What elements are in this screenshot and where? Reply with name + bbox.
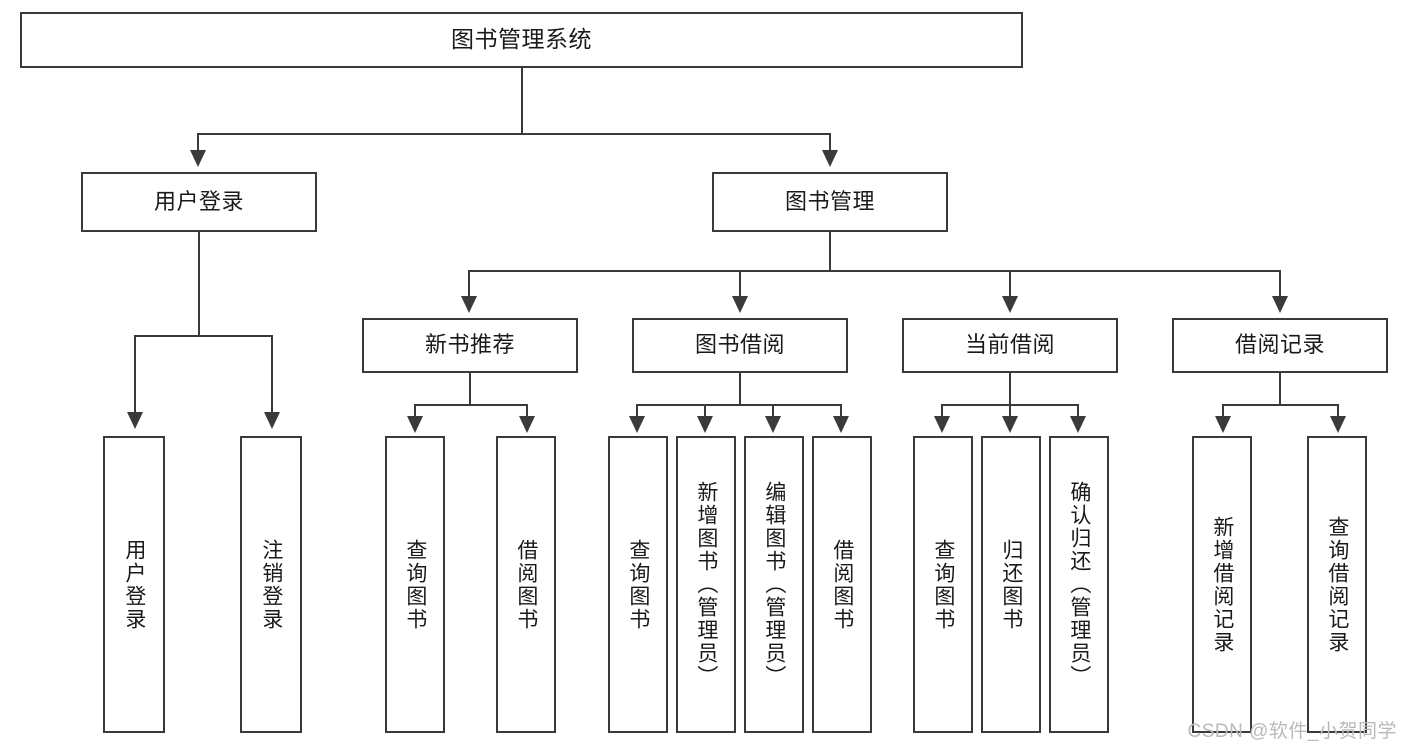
leaf-new-book-borrow-book[interactable]: 借阅图书 <box>496 436 556 733</box>
edge-current-borrow-stem <box>1009 373 1011 405</box>
arrowhead-root-to-user-login <box>190 150 206 167</box>
arrowhead-bb-to-leaf-1 <box>629 416 645 433</box>
arrowhead-cb-to-leaf-2 <box>1002 416 1018 433</box>
edge-user-login-bus <box>134 335 273 337</box>
leaf-new-book-query-book[interactable]: 查询图书 <box>385 436 445 733</box>
node-label: 图书管理系统 <box>451 26 592 53</box>
edge-cb-to-leaf-3 <box>1077 404 1079 418</box>
node-book-management[interactable]: 图书管理 <box>712 172 948 232</box>
node-label: 确认归还（管理员） <box>1067 481 1091 688</box>
node-label: 图书借阅 <box>694 332 785 358</box>
leaf-book-borrow-add-book-admin[interactable]: 新增图书（管理员） <box>676 436 736 733</box>
leaf-borrow-record-add-record[interactable]: 新增借阅记录 <box>1192 436 1252 733</box>
node-current-borrow[interactable]: 当前借阅 <box>902 318 1118 373</box>
node-label: 借阅记录 <box>1234 332 1325 358</box>
leaf-user-login-logout[interactable]: 注销登录 <box>240 436 302 733</box>
arrowhead-cb-to-leaf-1 <box>934 416 950 433</box>
node-label: 查询图书 <box>931 538 955 631</box>
node-label: 用户登录 <box>153 188 244 214</box>
edge-root-bus <box>197 133 831 135</box>
arrowhead-user-login-to-leaf-1 <box>127 412 143 429</box>
arrowhead-user-login-to-leaf-2 <box>264 412 280 429</box>
node-new-book-recommend[interactable]: 新书推荐 <box>362 318 578 373</box>
edge-cb-to-leaf-1 <box>941 404 943 418</box>
leaf-current-borrow-confirm-return-admin[interactable]: 确认归还（管理员） <box>1049 436 1109 733</box>
edge-book-management-bus <box>468 270 1281 272</box>
node-label: 借阅图书 <box>830 538 854 631</box>
node-label: 新增借阅记录 <box>1210 515 1234 654</box>
leaf-borrow-record-query-record[interactable]: 查询借阅记录 <box>1307 436 1367 733</box>
node-label: 编辑图书（管理员） <box>762 481 786 688</box>
edge-book-borrow-stem <box>739 373 741 405</box>
edge-bb-to-leaf-3 <box>772 404 774 418</box>
node-label: 当前借阅 <box>964 332 1055 358</box>
edge-new-book-bus <box>414 404 528 406</box>
arrowhead-br-to-leaf-2 <box>1330 416 1346 433</box>
edge-user-login-to-leaf-1 <box>134 335 136 415</box>
arrowhead-bb-to-leaf-2 <box>697 416 713 433</box>
edge-root-stem <box>521 68 523 134</box>
node-label: 查询图书 <box>626 538 650 631</box>
node-label: 新书推荐 <box>424 332 515 358</box>
node-label: 归还图书 <box>999 538 1023 631</box>
edge-borrow-record-stem <box>1279 373 1281 405</box>
arrowhead-bb-to-leaf-3 <box>765 416 781 433</box>
edge-bb-to-leaf-1 <box>636 404 638 418</box>
edge-bm-to-new-book <box>468 270 470 298</box>
node-label: 注销登录 <box>259 538 283 631</box>
edge-bm-to-current-borrow <box>1009 270 1011 298</box>
arrowhead-cb-to-leaf-3 <box>1070 416 1086 433</box>
leaf-book-borrow-edit-book-admin[interactable]: 编辑图书（管理员） <box>744 436 804 733</box>
node-borrow-record[interactable]: 借阅记录 <box>1172 318 1388 373</box>
edge-new-book-to-leaf-1 <box>414 404 416 418</box>
arrowhead-root-to-book-management <box>822 150 838 167</box>
edge-bm-to-borrow-record <box>1279 270 1281 298</box>
edge-user-login-to-leaf-2 <box>271 335 273 415</box>
edge-new-book-to-leaf-2 <box>526 404 528 418</box>
leaf-current-borrow-return-book[interactable]: 归还图书 <box>981 436 1041 733</box>
leaf-book-borrow-query-book[interactable]: 查询图书 <box>608 436 668 733</box>
edge-borrow-record-bus <box>1222 404 1339 406</box>
node-root-book-management-system[interactable]: 图书管理系统 <box>20 12 1023 68</box>
edge-cb-to-leaf-2 <box>1009 404 1011 418</box>
arrowhead-br-to-leaf-1 <box>1215 416 1231 433</box>
node-label: 新增图书（管理员） <box>694 481 718 688</box>
edge-root-to-user-login <box>197 133 199 153</box>
node-user-login[interactable]: 用户登录 <box>81 172 317 232</box>
leaf-current-borrow-query-book[interactable]: 查询图书 <box>913 436 973 733</box>
node-label: 图书管理 <box>784 188 875 214</box>
edge-book-borrow-bus <box>636 404 841 406</box>
edge-br-to-leaf-2 <box>1337 404 1339 418</box>
node-label: 查询借阅记录 <box>1325 515 1349 654</box>
arrowhead-new-book-to-leaf-2 <box>519 416 535 433</box>
edge-root-to-book-management <box>829 133 831 153</box>
node-label: 查询图书 <box>403 538 427 631</box>
edge-bb-to-leaf-4 <box>840 404 842 418</box>
leaf-user-login-login[interactable]: 用户登录 <box>103 436 165 733</box>
edge-br-to-leaf-1 <box>1222 404 1224 418</box>
arrowhead-bm-to-borrow-record <box>1272 296 1288 313</box>
edge-bb-to-leaf-2 <box>704 404 706 418</box>
arrowhead-new-book-to-leaf-1 <box>407 416 423 433</box>
arrowhead-bm-to-book-borrow <box>732 296 748 313</box>
edge-book-management-stem <box>829 232 831 271</box>
node-label: 用户登录 <box>122 538 146 631</box>
arrowhead-bm-to-current-borrow <box>1002 296 1018 313</box>
edge-user-login-stem <box>198 232 200 336</box>
edge-bm-to-book-borrow <box>739 270 741 298</box>
edge-new-book-stem <box>469 373 471 405</box>
arrowhead-bm-to-new-book <box>461 296 477 313</box>
arrowhead-bb-to-leaf-4 <box>833 416 849 433</box>
leaf-book-borrow-borrow-book[interactable]: 借阅图书 <box>812 436 872 733</box>
node-label: 借阅图书 <box>514 538 538 631</box>
node-book-borrow[interactable]: 图书借阅 <box>632 318 848 373</box>
